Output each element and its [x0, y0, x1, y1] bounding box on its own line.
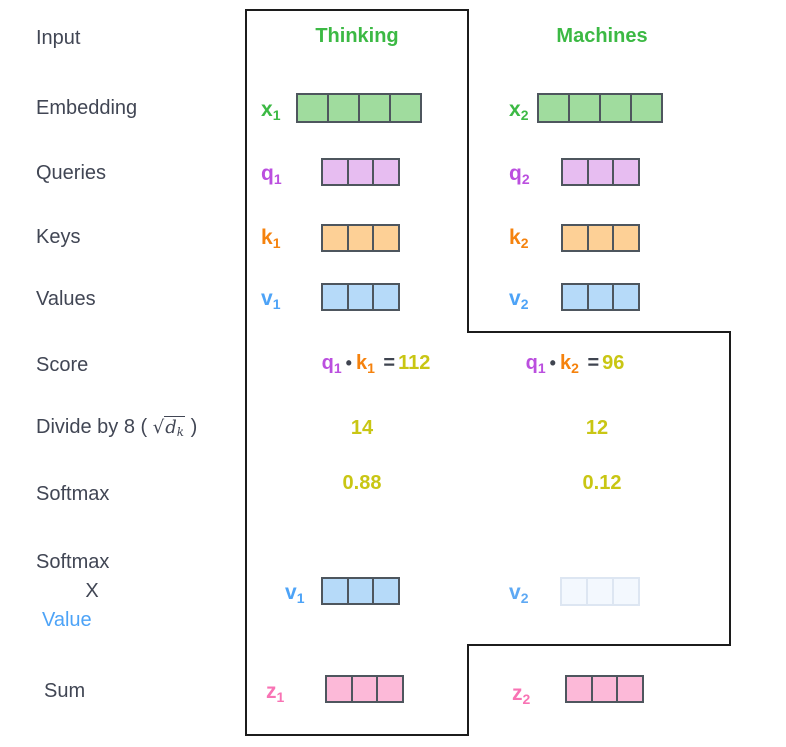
row-label-divide: Divide by 8 ( √dk )	[36, 414, 197, 445]
vector-cell	[539, 95, 568, 121]
vector-cell	[346, 285, 373, 309]
score2-q-term: q1	[525, 352, 546, 376]
row-label-score: Score	[36, 354, 89, 376]
vector-cell	[372, 226, 399, 250]
vector-cell	[562, 579, 586, 604]
score2-result: 96	[602, 352, 625, 374]
vector-label-x2: x2	[509, 98, 529, 123]
vector-x1	[296, 93, 422, 123]
vector-z2	[565, 675, 644, 703]
vector-label-v1: v1	[261, 287, 281, 312]
vector-cell	[372, 579, 399, 603]
vector-v1	[321, 283, 400, 311]
vector-cell	[586, 226, 613, 250]
vector-label-x1: x1	[261, 98, 281, 123]
row-label-sum: Sum	[44, 680, 86, 702]
vector-cell	[586, 160, 613, 184]
vector-cell	[298, 95, 327, 121]
vector-q1	[321, 158, 400, 186]
vector-cell	[563, 285, 587, 309]
vector-cell	[630, 95, 661, 121]
sqrt-dk-math: √dk	[152, 416, 186, 439]
vector-cell	[612, 285, 639, 309]
score1-equals: =	[383, 352, 396, 374]
vector-k2	[561, 224, 640, 252]
row-label-softmax-x-value: Softmax X Value	[36, 548, 148, 635]
weighted-value-label-v1: v1	[285, 581, 305, 606]
row-label-values: Values	[36, 288, 96, 310]
score2-k-term: k2	[559, 352, 579, 376]
divided-value-thinking: 14	[350, 417, 374, 439]
vector-cell	[327, 677, 351, 701]
score2-equals: =	[587, 352, 600, 374]
weighted-vector-v1	[321, 577, 400, 605]
vector-label-v2: v2	[509, 287, 529, 312]
vector-cell	[599, 95, 630, 121]
vector-cell	[563, 160, 587, 184]
vector-cell	[590, 677, 617, 701]
softmax-x-value-line1: Softmax	[36, 551, 110, 573]
vector-label-k1: k1	[261, 226, 281, 251]
vector-cell	[376, 677, 403, 701]
vector-cell	[323, 285, 347, 309]
vector-cell	[389, 95, 420, 121]
vector-cell	[612, 160, 639, 184]
row-label-embedding: Embedding	[36, 97, 138, 119]
score-equation-thinking: q1•k1 =112	[276, 352, 476, 376]
vector-cell	[372, 160, 399, 184]
vector-cell	[327, 95, 358, 121]
row-label-softmax: Softmax	[36, 483, 110, 505]
vector-label-q1: q1	[261, 162, 282, 187]
vector-cell	[563, 226, 587, 250]
vector-q2	[561, 158, 640, 186]
vector-cell	[586, 579, 612, 604]
dot-product-icon: •	[345, 353, 352, 373]
row-label-queries: Queries	[36, 162, 107, 184]
score1-q-term: q1	[321, 352, 342, 376]
score1-k-term: k1	[355, 352, 375, 376]
vector-cell	[346, 160, 373, 184]
divide-label-suffix: )	[190, 416, 198, 438]
softmax-x-value-line2: X	[85, 580, 99, 602]
softmax-value-thinking: 0.88	[342, 472, 382, 494]
softmax-x-value-line3: Value	[42, 609, 92, 631]
row-label-input: Input	[36, 27, 81, 49]
vector-cell	[568, 95, 599, 121]
divide-label-prefix: Divide by 8 (	[36, 416, 148, 438]
vector-k1	[321, 224, 400, 252]
vector-cell	[616, 677, 643, 701]
column-header-machines: Machines	[556, 25, 648, 47]
vector-label-q2: q2	[509, 162, 530, 187]
weighted-value-label-v2: v2	[509, 581, 529, 606]
vector-cell	[612, 226, 639, 250]
vector-label-z1: z1	[266, 680, 285, 705]
row-label-keys: Keys	[36, 226, 81, 248]
vector-cell	[372, 285, 399, 309]
vector-cell	[323, 160, 347, 184]
vector-x2	[537, 93, 663, 123]
vector-cell	[358, 95, 389, 121]
divided-value-machines: 12	[585, 417, 609, 439]
vector-cell	[350, 677, 377, 701]
vector-label-z2: z2	[512, 682, 531, 707]
dot-product-icon: •	[549, 353, 556, 373]
vector-cell	[346, 579, 373, 603]
vector-cell	[346, 226, 373, 250]
score1-result: 112	[398, 352, 431, 374]
vector-cell	[323, 579, 347, 603]
vector-label-k2: k2	[509, 226, 529, 251]
vector-v2	[561, 283, 640, 311]
vector-cell	[612, 579, 638, 604]
vector-cell	[586, 285, 613, 309]
vector-z1	[325, 675, 404, 703]
vector-cell	[567, 677, 591, 701]
score-equation-machines: q1•k2 =96	[485, 352, 665, 376]
weighted-vector-v2-faded	[560, 577, 640, 606]
vector-cell	[323, 226, 347, 250]
softmax-value-machines: 0.12	[582, 472, 622, 494]
column-header-thinking: Thinking	[315, 25, 399, 47]
